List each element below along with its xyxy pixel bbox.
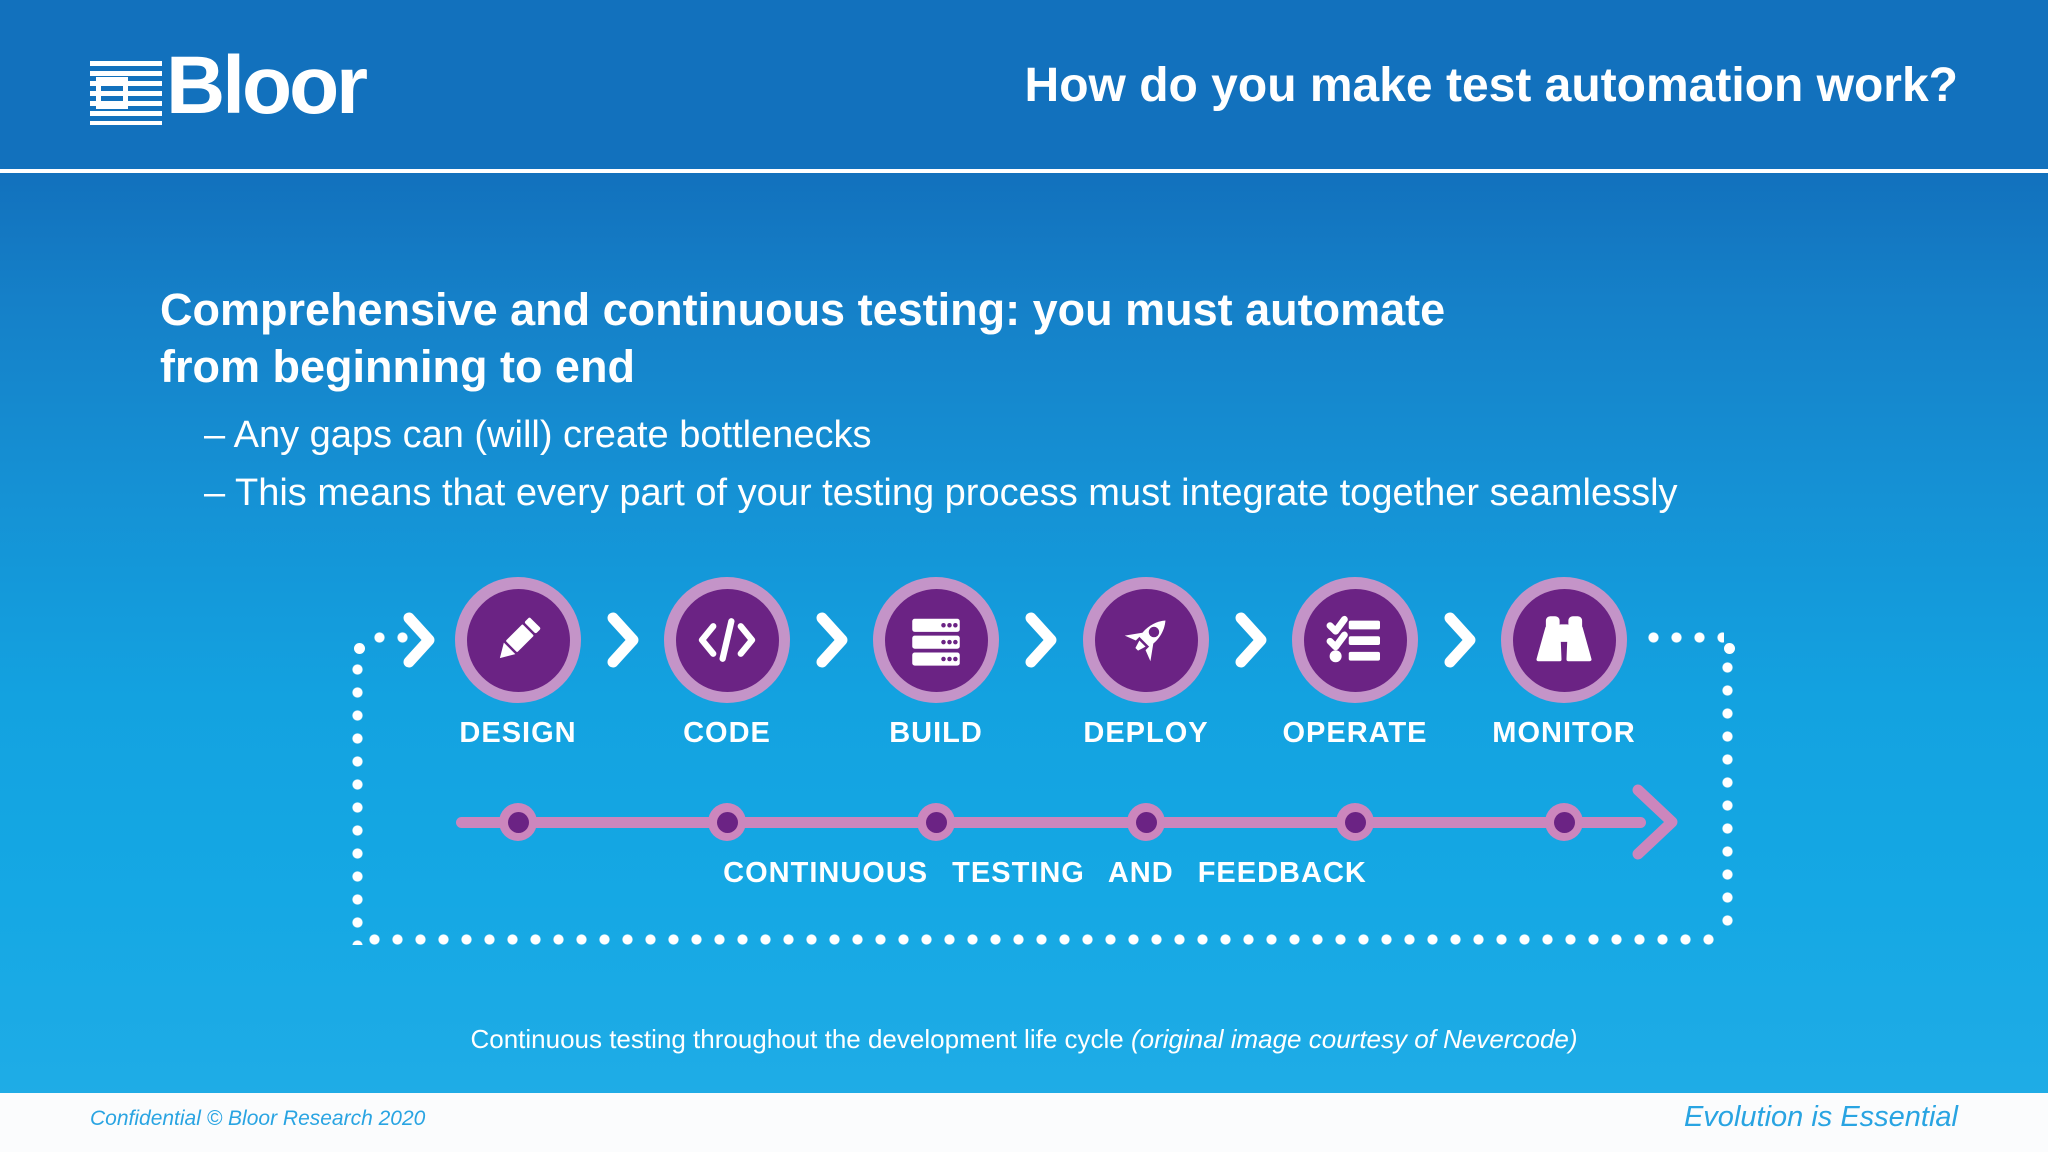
chevron-right-icon	[402, 611, 436, 669]
caption-credit: (original image courtesy of Nevercode)	[1123, 1024, 1578, 1054]
bloor-stripes-logo-icon	[90, 61, 162, 125]
dotted-loop-right-edge	[1722, 656, 1733, 936]
dotted-loop-left-edge	[352, 658, 363, 945]
checklist-icon	[1326, 615, 1380, 663]
bullet-list: – Any gaps can (will) create bottlenecks…	[204, 406, 1678, 522]
code-brackets-icon	[698, 618, 756, 662]
dotted-loop-bottom-edge	[363, 934, 1725, 945]
timeline-node	[499, 803, 537, 841]
header-bar: Bloor How do you make test automation wo…	[0, 0, 2048, 170]
stage-circle	[873, 577, 999, 703]
stage-build: BUILD	[831, 577, 1041, 750]
stage-monitor: MONITOR	[1459, 577, 1669, 750]
bullet-item: – This means that every part of your tes…	[204, 472, 1678, 514]
stage-operate: OPERATE	[1250, 577, 1460, 750]
timeline-node	[1336, 803, 1374, 841]
bloor-logo: Bloor	[90, 38, 368, 134]
stage-circle-core	[466, 588, 570, 692]
main-heading-line2: from beginning to end	[160, 341, 635, 392]
pencil-icon	[499, 617, 541, 659]
stage-label: CODE	[683, 717, 771, 749]
timeline-node	[708, 803, 746, 841]
main-heading: Comprehensive and continuous testing: yo…	[160, 281, 1445, 395]
main-heading-line1: Comprehensive and continuous testing: yo…	[160, 284, 1446, 335]
bullet-item: – Any gaps can (will) create bottlenecks	[204, 414, 872, 456]
timeline-arrow-icon	[1630, 780, 1682, 864]
dotted-loop-corner-dot	[354, 643, 365, 654]
stage-circle-core	[1303, 588, 1407, 692]
chevron-right-icon	[815, 611, 849, 669]
dotted-loop-top-right-stub	[1642, 632, 1724, 643]
footer-confidential-text: Confidential © Bloor Research 2020	[90, 1107, 426, 1130]
stage-circle	[455, 577, 581, 703]
stage-circle	[1501, 577, 1627, 703]
timeline-node	[917, 803, 955, 841]
stage-label: MONITOR	[1492, 717, 1636, 749]
timeline-node	[1127, 803, 1165, 841]
stage-code: CODE	[622, 577, 832, 750]
caption-text: Continuous testing throughout the develo…	[470, 1024, 1124, 1054]
chevron-right-icon	[1234, 611, 1268, 669]
stage-circle	[664, 577, 790, 703]
logo-text: Bloor	[166, 40, 368, 131]
stage-label: BUILD	[889, 717, 983, 749]
footer-bar: Confidential © Bloor Research 2020 Evolu…	[0, 1093, 2048, 1152]
stage-circle-core	[675, 588, 779, 692]
stage-label: DEPLOY	[1083, 717, 1209, 749]
dotted-loop-corner-dot	[1724, 643, 1735, 654]
stage-circle-core	[1094, 588, 1198, 692]
chevron-right-icon	[606, 611, 640, 669]
slide-title: How do you make test automation work?	[1024, 58, 1958, 112]
rocket-icon	[1124, 620, 1166, 662]
chevron-right-icon	[1443, 611, 1477, 669]
stage-circle-core	[1512, 588, 1616, 692]
caption: Continuous testing throughout the develo…	[0, 1024, 2048, 1055]
stage-circle-core	[884, 588, 988, 692]
stage-label: DESIGN	[459, 717, 577, 749]
header-divider-line	[0, 169, 2048, 173]
footer-tagline: Evolution is Essential	[1683, 1101, 1958, 1133]
stage-design: DESIGN	[413, 577, 623, 750]
timeline-node	[1545, 803, 1583, 841]
server-stack-icon	[912, 618, 960, 666]
stage-circle	[1083, 577, 1209, 703]
dotted-loop-top-left-stub	[368, 632, 418, 643]
timeline-line	[456, 817, 1646, 828]
stage-circle	[1292, 577, 1418, 703]
stage-label: OPERATE	[1282, 717, 1428, 749]
logo-square-outline	[96, 77, 128, 109]
timeline-label: CONTINUOUS TESTING AND FEEDBACK	[723, 857, 1367, 889]
binoculars-icon	[1536, 616, 1592, 662]
chevron-right-icon	[1024, 611, 1058, 669]
stage-deploy: DEPLOY	[1041, 577, 1251, 750]
